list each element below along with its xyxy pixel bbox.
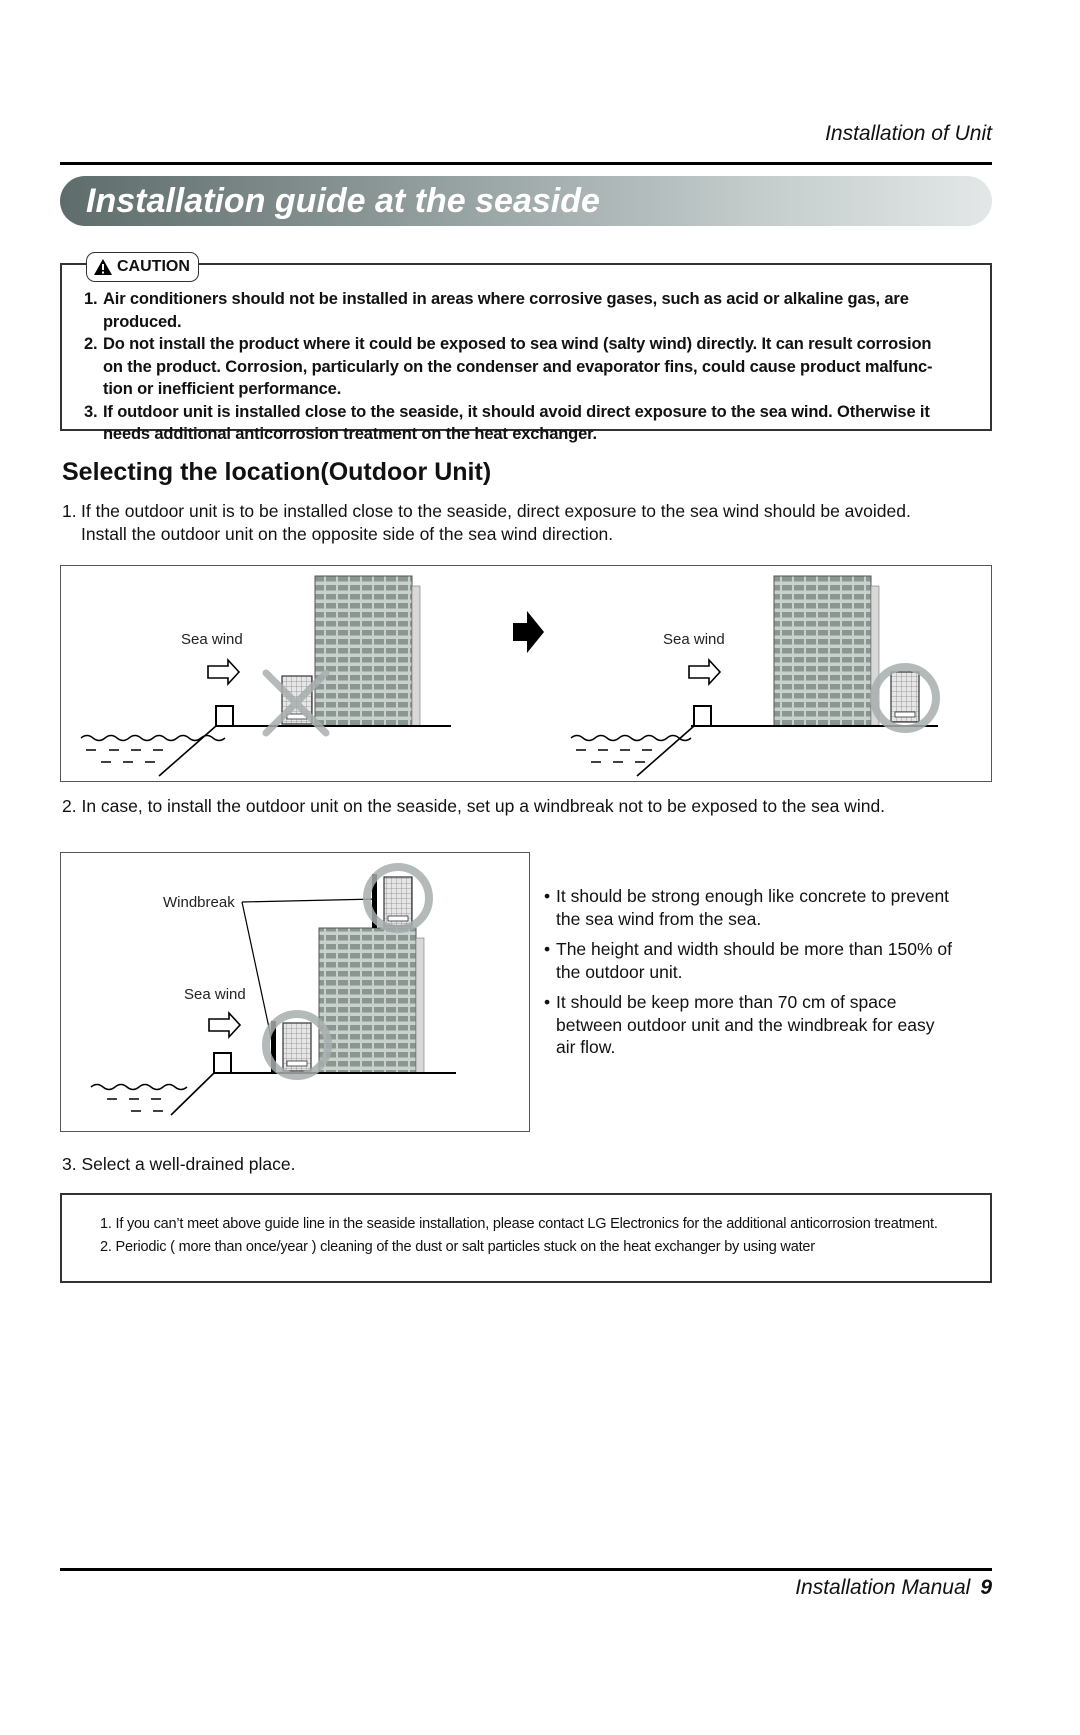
right-arrow-icon [513,611,544,653]
note-box [60,1193,992,1283]
warning-icon [94,259,112,275]
sea-wind-label: Sea wind [663,631,725,648]
wrong-placement-scene: Sea wind [80,575,451,777]
bullet-line: between outdoor unit and the windbreak f… [556,1014,935,1035]
section-heading: Selecting the location(Outdoor Unit) [62,458,492,486]
item-line: Air conditioners should not be installed… [103,290,909,331]
note-item: 1. If you can’t meet above guide line in… [100,1216,938,1232]
sea-waves [570,734,692,742]
sea-wind-label: Sea wind [181,631,243,648]
bullet-line: It should be strong enough like concrete… [556,886,950,906]
item-number: 1. [84,290,98,308]
manual-title: Installation Manual [795,1576,971,1599]
page-title: Installation guide at the seaside [86,182,600,220]
circle-ok-icon [363,863,433,933]
caution-item: 3. If outdoor unit is installed close to… [84,401,984,446]
bullet-line: It should be keep more than 70 cm of spa… [556,992,897,1012]
wind-arrow-icon [208,1010,242,1040]
bullet-line: air flow. [556,1037,616,1057]
bullet-line: The height and width should be more than… [556,939,952,959]
correct-placement-scene: Sea wind [570,575,940,777]
building [314,575,413,727]
wind-arrow-icon [688,657,722,687]
figure-windbreak: Windbreak Sea wind [60,852,530,1132]
caution-item: 2. Do not install the product where it c… [84,333,984,401]
bullet-item: • It should be keep more than 70 cm of s… [544,992,935,1057]
step-3: 3. Select a well-drained place. [62,1154,296,1174]
circle-ok-icon [262,1010,332,1080]
bullet-line: the sea wind from the sea. [556,908,762,929]
item-line: Do not install the product where it coul… [103,335,932,353]
bullet-item: • The height and width should be more th… [544,939,952,982]
building [318,927,417,1074]
caution-label: CAUTION [117,258,190,275]
step-2: 2. In case, to install the outdoor unit … [62,796,886,816]
outdoor-unit [383,876,413,927]
item-line: needs additional anticorrosion treatment… [103,425,597,443]
footer-rule [60,1568,992,1571]
sea-wind-label: Sea wind [184,986,246,1003]
figure-location: Sea wind Sea wind [60,565,992,782]
caution-box [60,263,992,431]
footer: Installation Manual 9 [795,1576,992,1600]
outdoor-unit [282,1022,312,1072]
item-line: tion or inefficient performance. [103,380,342,398]
item-line: If outdoor unit is installed close to th… [103,402,930,421]
windbreak-label: Windbreak [163,894,235,911]
caution-list: 1. Air conditioners should not be instal… [84,288,984,446]
section-label: Installation of Unit [825,122,992,145]
step-number: 1. [62,501,77,521]
wind-arrow-icon [207,657,241,687]
sea-waves [90,1083,188,1091]
note-list: 1. If you can’t meet above guide line in… [100,1213,938,1258]
location-diagram: Sea wind Sea wind [80,575,940,777]
windbreak-requirements: • It should be strong enough like concre… [544,885,1004,1067]
note-item: 2. Periodic ( more than once/year ) clea… [100,1238,815,1255]
title-banner: Installation guide at the seaside [60,176,992,226]
item-line: on the product. Corrosion, particularly … [103,357,933,376]
caution-tag: CAUTION [86,252,199,282]
step-line: Install the outdoor unit on the opposite… [81,523,614,544]
building [773,575,872,727]
header-rule [60,162,992,165]
step-line: If the outdoor unit is to be installed c… [81,501,911,521]
outdoor-unit [890,671,920,723]
item-number: 3. [84,402,98,421]
windbreak-wall [372,874,377,928]
page-number: 9 [980,1576,992,1599]
step-1: 1. If the outdoor unit is to be installe… [62,500,1042,545]
bullet-line: the outdoor unit. [556,961,683,982]
windbreak-diagram: Windbreak Sea wind [90,863,456,1116]
cross-icon [262,669,330,737]
circle-ok-icon [870,663,940,733]
sea-waves [80,734,226,742]
caution-item: 1. Air conditioners should not be instal… [84,288,984,333]
bullet-item: • It should be strong enough like concre… [544,886,950,929]
leader-line [241,898,378,903]
windbreak-wall [271,1021,276,1073]
item-number: 2. [84,335,98,353]
